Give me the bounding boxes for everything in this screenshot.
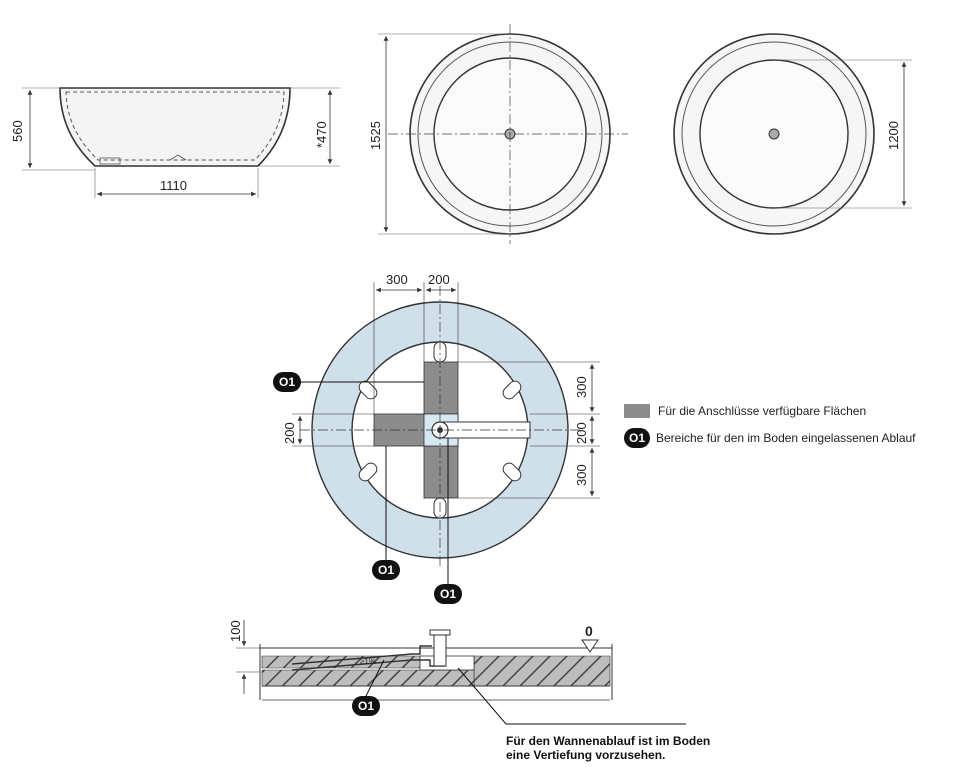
badge-o1: O1 bbox=[279, 375, 295, 389]
side-view: 560 *470 1110 bbox=[10, 87, 340, 198]
top-dim-right: 200 bbox=[428, 272, 450, 287]
right-dim-top: 300 bbox=[574, 376, 589, 398]
callout-o1-bottom-left: O1 bbox=[372, 446, 400, 580]
inner-diameter-label: 1200 bbox=[886, 121, 901, 150]
note-line-2: eine Vertiefung vorzusehen. bbox=[506, 748, 666, 762]
top-dim-left: 300 bbox=[386, 272, 408, 287]
depth-label: 100 bbox=[228, 620, 243, 642]
callout-o1-left: O1 bbox=[273, 372, 424, 392]
legend-item-drain-area: O1 Bereiche für den im Boden eingelassen… bbox=[624, 428, 916, 448]
top-view-inner: 1200 bbox=[673, 33, 912, 235]
right-dim-mid: 200 bbox=[574, 422, 589, 444]
legend-label: Bereiche für den im Boden eingelassenen … bbox=[656, 431, 916, 445]
badge-o1: O1 bbox=[440, 587, 456, 601]
badge-o1: O1 bbox=[358, 699, 374, 713]
side-height-label: 560 bbox=[10, 120, 25, 142]
top-view-outer: 1525 bbox=[368, 24, 628, 244]
badge-o1: O1 bbox=[378, 563, 394, 577]
floor-plan: 300 200 200 300 200 300 O1 O1 bbox=[273, 272, 600, 604]
drain-note: Für den Wannenablauf ist im Boden eine V… bbox=[506, 734, 710, 762]
right-dim-bottom: 300 bbox=[574, 464, 589, 486]
legend-label: Für die Anschlüsse verfügbare Flächen bbox=[658, 404, 867, 418]
side-width-label: 1110 bbox=[160, 178, 187, 193]
gray-swatch-icon bbox=[624, 404, 650, 418]
note-line-1: Für den Wannenablauf ist im Boden bbox=[506, 734, 711, 748]
o1-badge-icon: O1 bbox=[624, 428, 650, 448]
section-view: ≥1% 100 0 O1 bbox=[228, 620, 686, 725]
callout-o1-bottom: O1 bbox=[434, 438, 462, 604]
side-inner-height-label: *470 bbox=[314, 121, 329, 148]
legend-item-available-area: Für die Anschlüsse verfügbare Flächen bbox=[624, 404, 866, 418]
slope-label: ≥1% bbox=[360, 657, 376, 666]
callout-o1-section: O1 bbox=[352, 659, 385, 716]
left-dim: 200 bbox=[282, 422, 297, 444]
level-label: 0 bbox=[585, 623, 593, 639]
outer-diameter-label: 1525 bbox=[368, 121, 383, 150]
